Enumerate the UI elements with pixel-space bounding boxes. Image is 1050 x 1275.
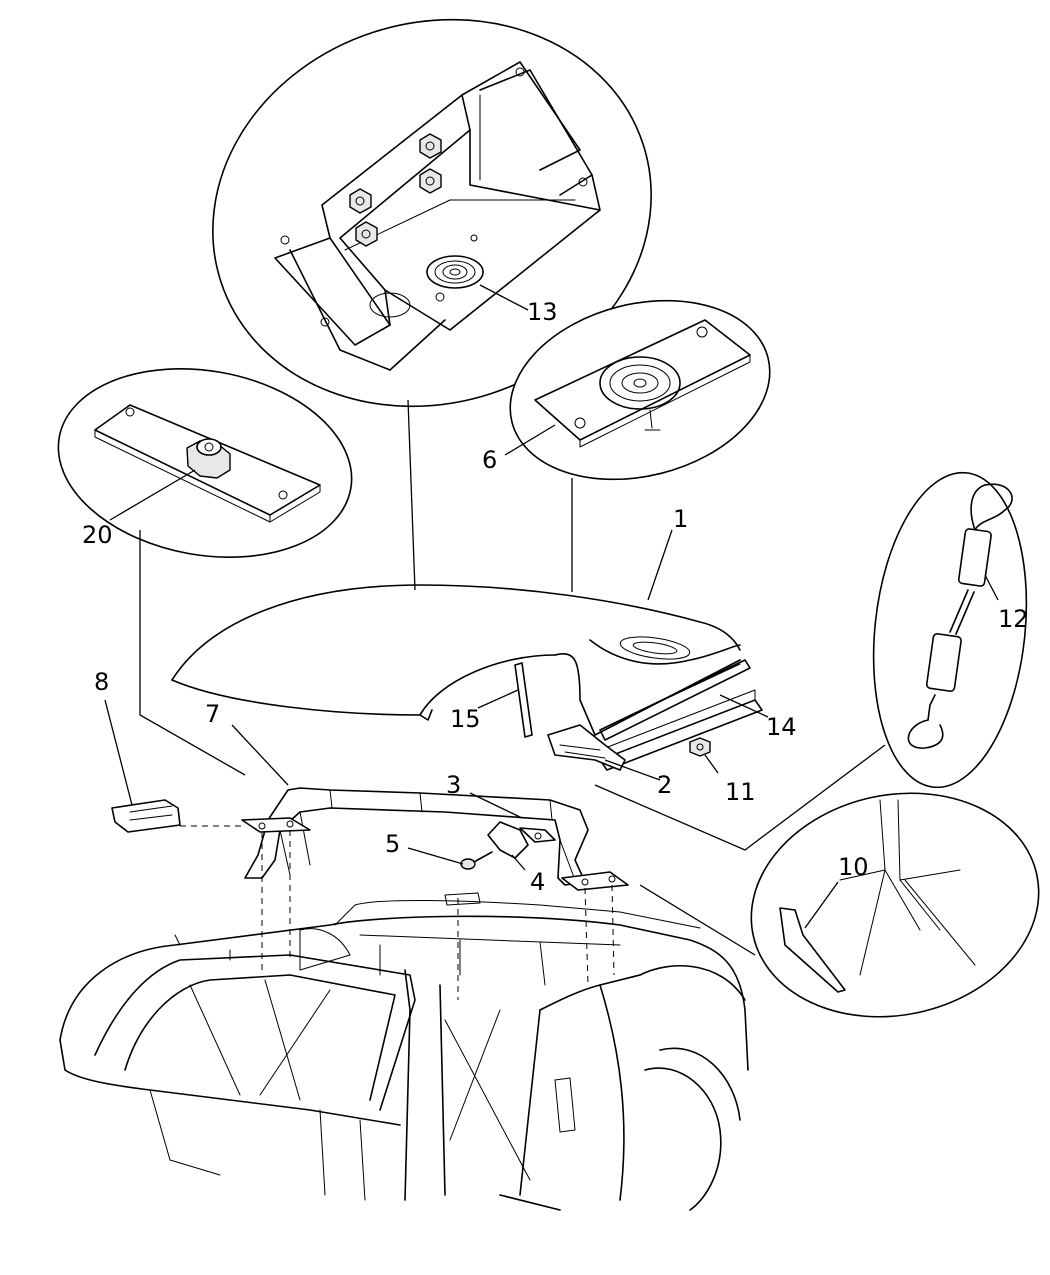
detail-seal-10: [750, 792, 1040, 1018]
detail-plate-6: [509, 299, 771, 481]
callout-5: 5: [385, 830, 400, 858]
clip-8: [111, 799, 181, 833]
detail-bracket-13: [212, 18, 652, 408]
callout-14: 14: [766, 713, 797, 741]
bracket-3-4: [487, 821, 556, 859]
assembly-lines: [180, 825, 615, 1000]
callout-12: 12: [998, 605, 1029, 633]
callout-6: 6: [482, 446, 497, 474]
callout-3: 3: [446, 771, 461, 799]
callout-8: 8: [94, 668, 109, 696]
detail-strap-12: [872, 471, 1028, 789]
callout-labels: 1 2 3 4 5 6 7 8 10 11 12 13 14 15 20: [82, 298, 1029, 896]
callout-7: 7: [205, 700, 220, 728]
callout-20: 20: [82, 521, 113, 549]
vehicle-body: [59, 892, 749, 1211]
sport-bar-7: [241, 787, 629, 891]
trim-2: [547, 724, 626, 771]
callout-13: 13: [527, 298, 558, 326]
callout-11: 11: [725, 778, 756, 806]
nut-11: [689, 737, 711, 757]
callout-leaders: [104, 284, 999, 929]
callout-15: 15: [450, 705, 481, 733]
seal-15: [514, 662, 533, 738]
callout-10: 10: [838, 853, 869, 881]
callout-4: 4: [530, 868, 545, 896]
callout-1: 1: [673, 505, 688, 533]
screw-5: [460, 851, 493, 870]
soft-top-1: [171, 584, 751, 741]
detail-plate-20: [57, 368, 353, 558]
detail-leaders: [139, 399, 886, 956]
callout-2: 2: [657, 771, 672, 799]
